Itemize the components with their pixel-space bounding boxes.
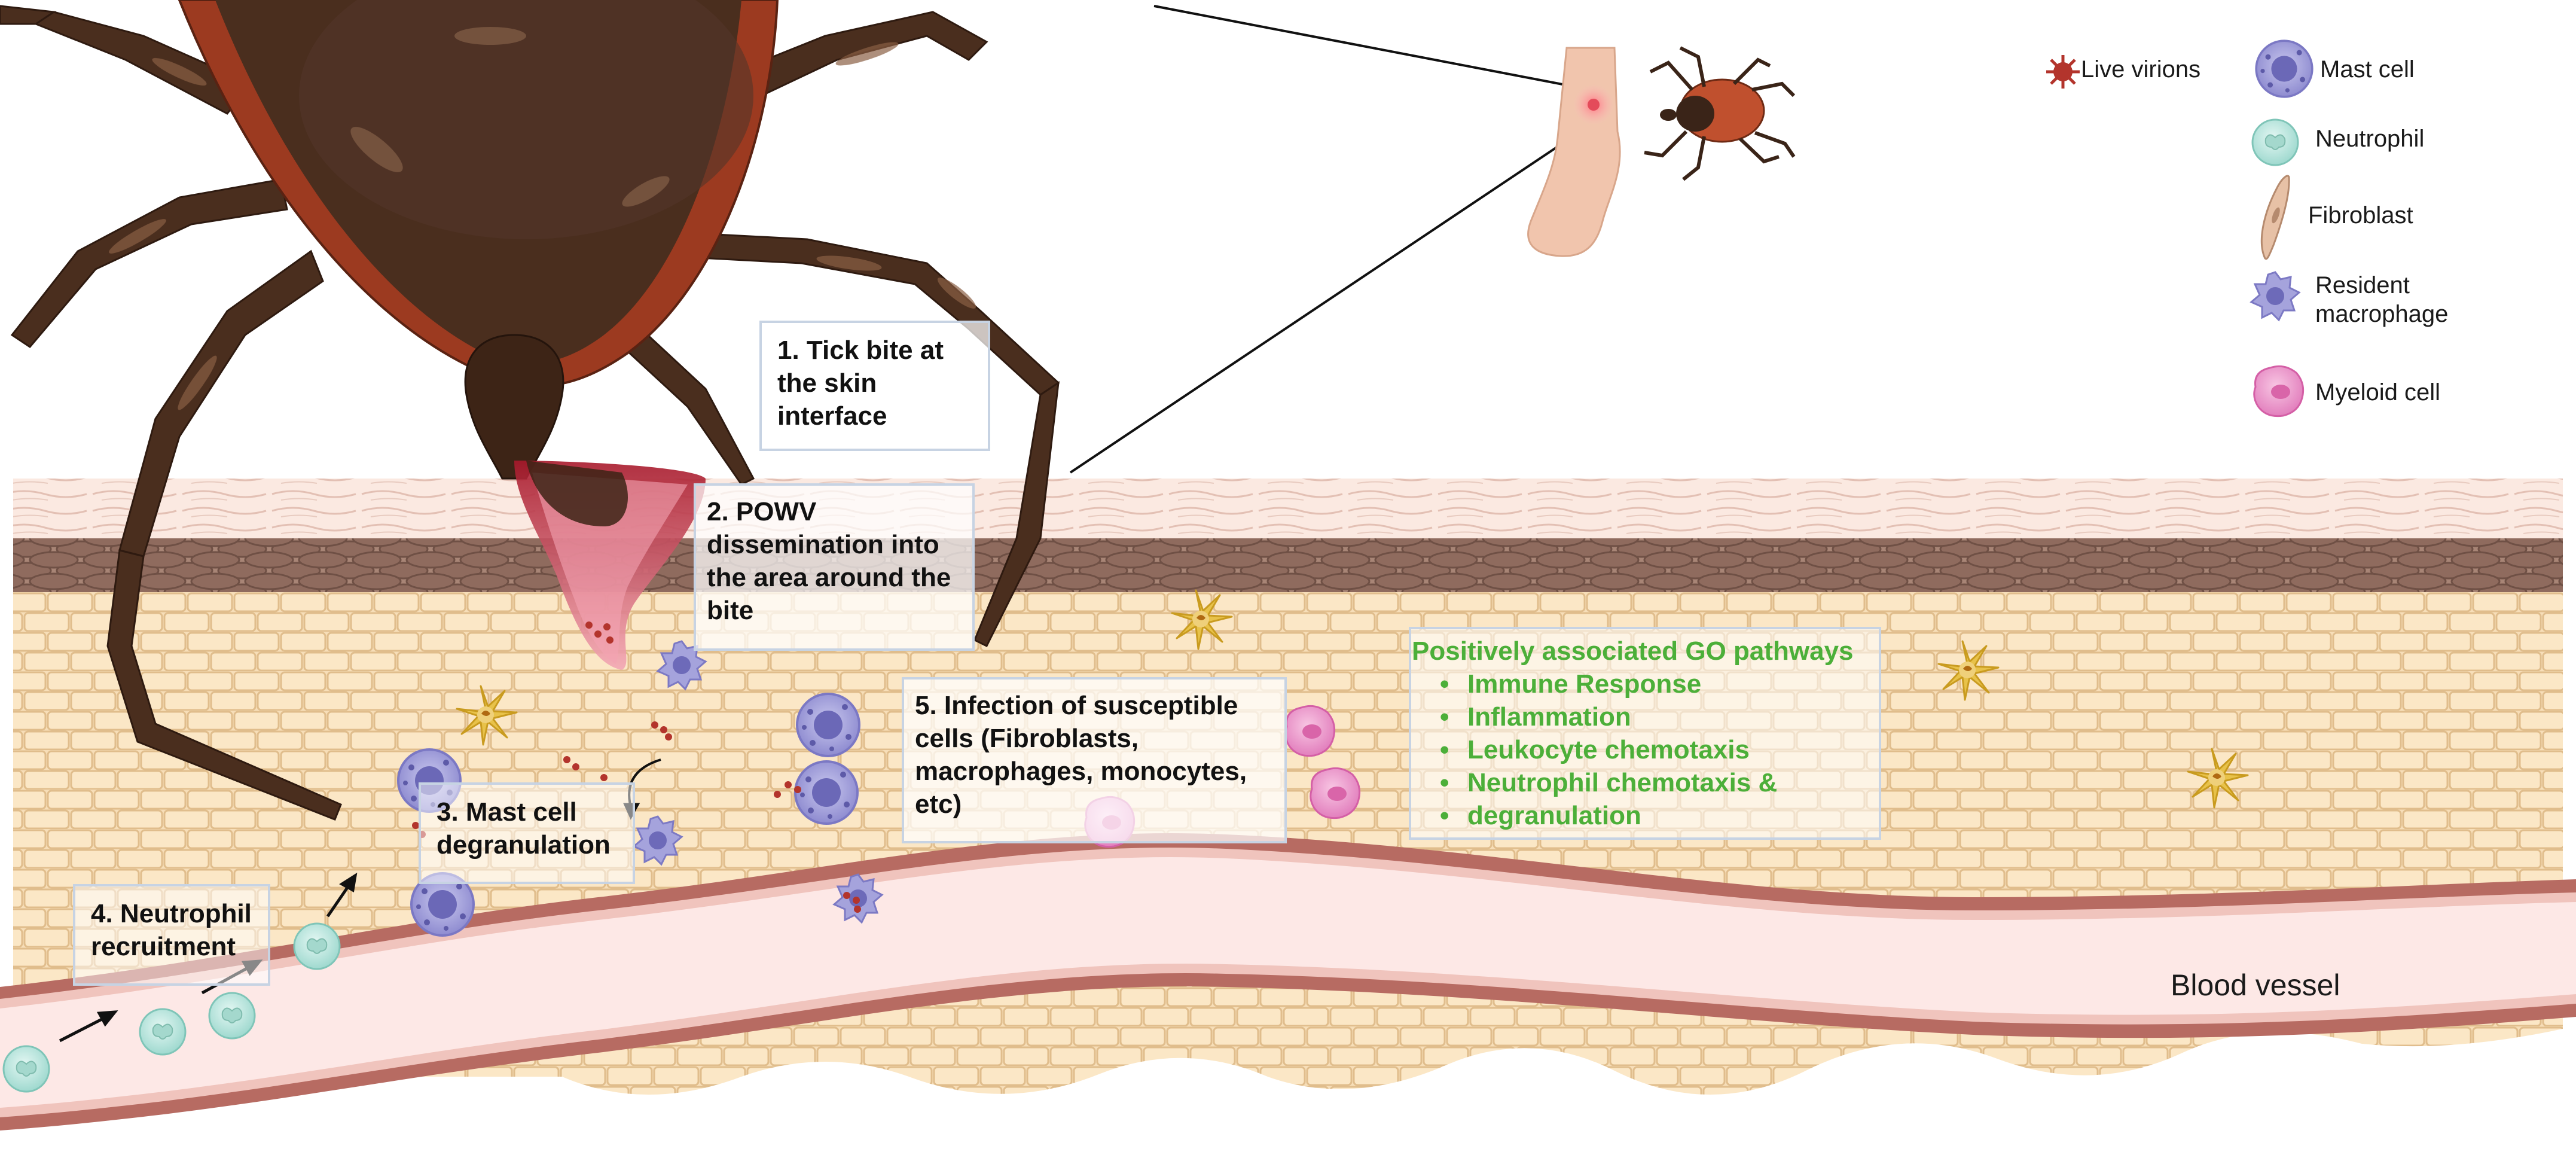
legend-label-fibroblast: Fibroblast (2308, 202, 2413, 228)
myeloid-cell (1310, 767, 1361, 819)
go-pathway-item-continued: degranulation (1440, 799, 1879, 832)
tick-illustration (0, 0, 1060, 821)
dermis-band (13, 538, 2563, 592)
go-pathways-box: Positively associated GO pathways Immune… (1409, 627, 1881, 840)
myeloid-cell (1284, 705, 1336, 757)
step-3-caption: 3. Mast cell degranulation (419, 782, 635, 884)
caption-line: interface (777, 401, 887, 431)
caption-line: 2. POWV (707, 497, 817, 526)
step-4-caption: 4. Neutrophil recruitment (73, 884, 270, 986)
step-2-caption: 2. POWV dissemination into the area arou… (694, 483, 975, 651)
legend-icons (2046, 39, 2313, 418)
go-pathways-title: Positively associated GO pathways (1412, 636, 1854, 666)
caption-line: the skin (777, 368, 877, 398)
mast-cell-icon (2255, 39, 2313, 98)
legend-label-live-virions: Live virions (2081, 56, 2201, 83)
caption-line: bite (707, 596, 754, 625)
caption-line: cells (Fibroblasts, (915, 724, 1139, 753)
go-pathway-item: Immune Response (1440, 668, 1879, 700)
myeloid-cell-icon (2253, 365, 2305, 418)
mast-cell (796, 693, 860, 757)
bite-site (514, 461, 706, 670)
caption-line: 5. Infection of susceptible (915, 691, 1238, 720)
caption-line: 3. Mast cell (437, 797, 577, 827)
caption-line: recruitment (91, 932, 236, 961)
legend-label-resident-macrophage-line1: Resident (2315, 272, 2410, 298)
step-1-caption: 1. Tick bite at the skin interface (759, 321, 990, 451)
caption-line: etc) (915, 790, 962, 819)
legend-label-neutrophil: Neutrophil (2315, 126, 2425, 152)
legend-label-resident-macrophage-line2: macrophage (2315, 301, 2449, 327)
neutrophil-icon (2251, 118, 2299, 166)
neutrophil (208, 992, 256, 1040)
fibroblast-icon (2260, 175, 2290, 260)
mast-cell (794, 760, 859, 825)
foot-inset (1527, 46, 1796, 257)
go-pathway-item: Neutrophil chemotaxis & (1440, 766, 1879, 799)
neutrophil (139, 1008, 187, 1056)
macrophage-icon (2250, 271, 2300, 321)
caption-line: 1. Tick bite at (777, 336, 944, 365)
go-pathway-item: Inflammation (1440, 700, 1879, 733)
blood-vessel (0, 833, 2576, 1131)
inset-connector-lines (1069, 5, 1591, 474)
caption-line: dissemination into (707, 530, 939, 559)
caption-line: 4. Neutrophil (91, 899, 252, 928)
go-pathway-item: Leukocyte chemotaxis (1440, 733, 1879, 766)
small-tick-icon (1644, 46, 1796, 181)
epidermis-layer (13, 479, 2563, 538)
caption-line: macrophages, monocytes, (915, 757, 1247, 786)
neutrophil (2, 1045, 50, 1093)
tick-legs (0, 5, 1060, 821)
blood-vessel-label: Blood vessel (2171, 968, 2340, 1002)
go-pathways-list: Immune Response Inflammation Leukocyte c… (1411, 668, 1879, 832)
virion-icon (2046, 55, 2080, 89)
neutrophil (293, 922, 341, 970)
legend-label-mast-cell: Mast cell (2320, 56, 2415, 83)
legend-label-myeloid-cell: Myeloid cell (2315, 379, 2440, 406)
caption-line: the area around the (707, 563, 951, 592)
caption-line: degranulation (437, 830, 611, 860)
step-5-caption: 5. Infection of susceptible cells (Fibro… (902, 677, 1287, 843)
